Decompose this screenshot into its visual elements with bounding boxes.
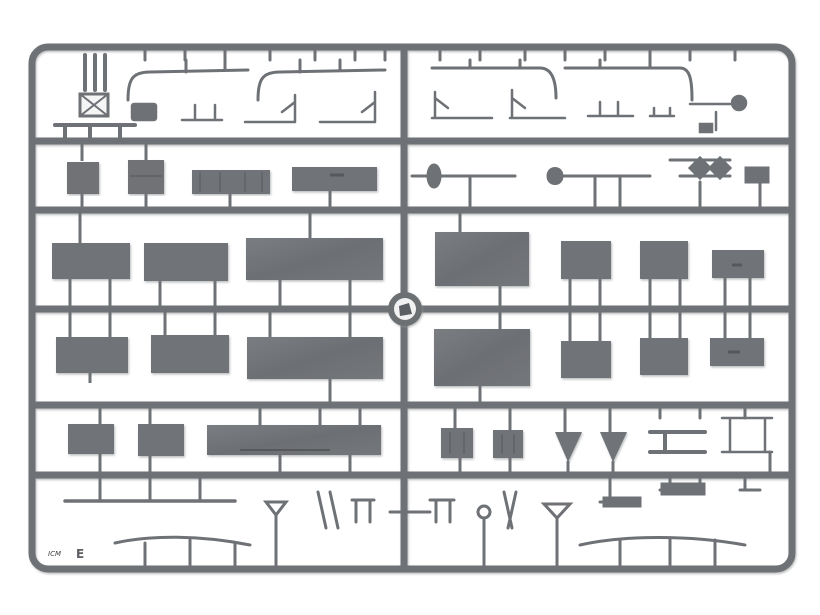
row1-parts [126,48,737,102]
row1-brackets [130,88,748,134]
row1-left-hooks [53,53,137,142]
row3-panels [52,232,764,286]
row5-stubs-and-frames [98,403,774,477]
logo-mark: ICM [48,550,61,558]
sprue-letter: E [76,547,84,561]
row4-stubs [68,309,752,405]
row2-boxes [67,160,377,194]
row6-parts [63,473,762,567]
row3-stubs [68,210,752,309]
row2-right-tools [410,155,770,212]
sprue-center-hub [388,292,422,326]
row4-panels [56,329,764,386]
row2-stubs [80,141,332,210]
sprue-marking: ICM E [48,547,84,561]
row5-parts [68,424,627,462]
